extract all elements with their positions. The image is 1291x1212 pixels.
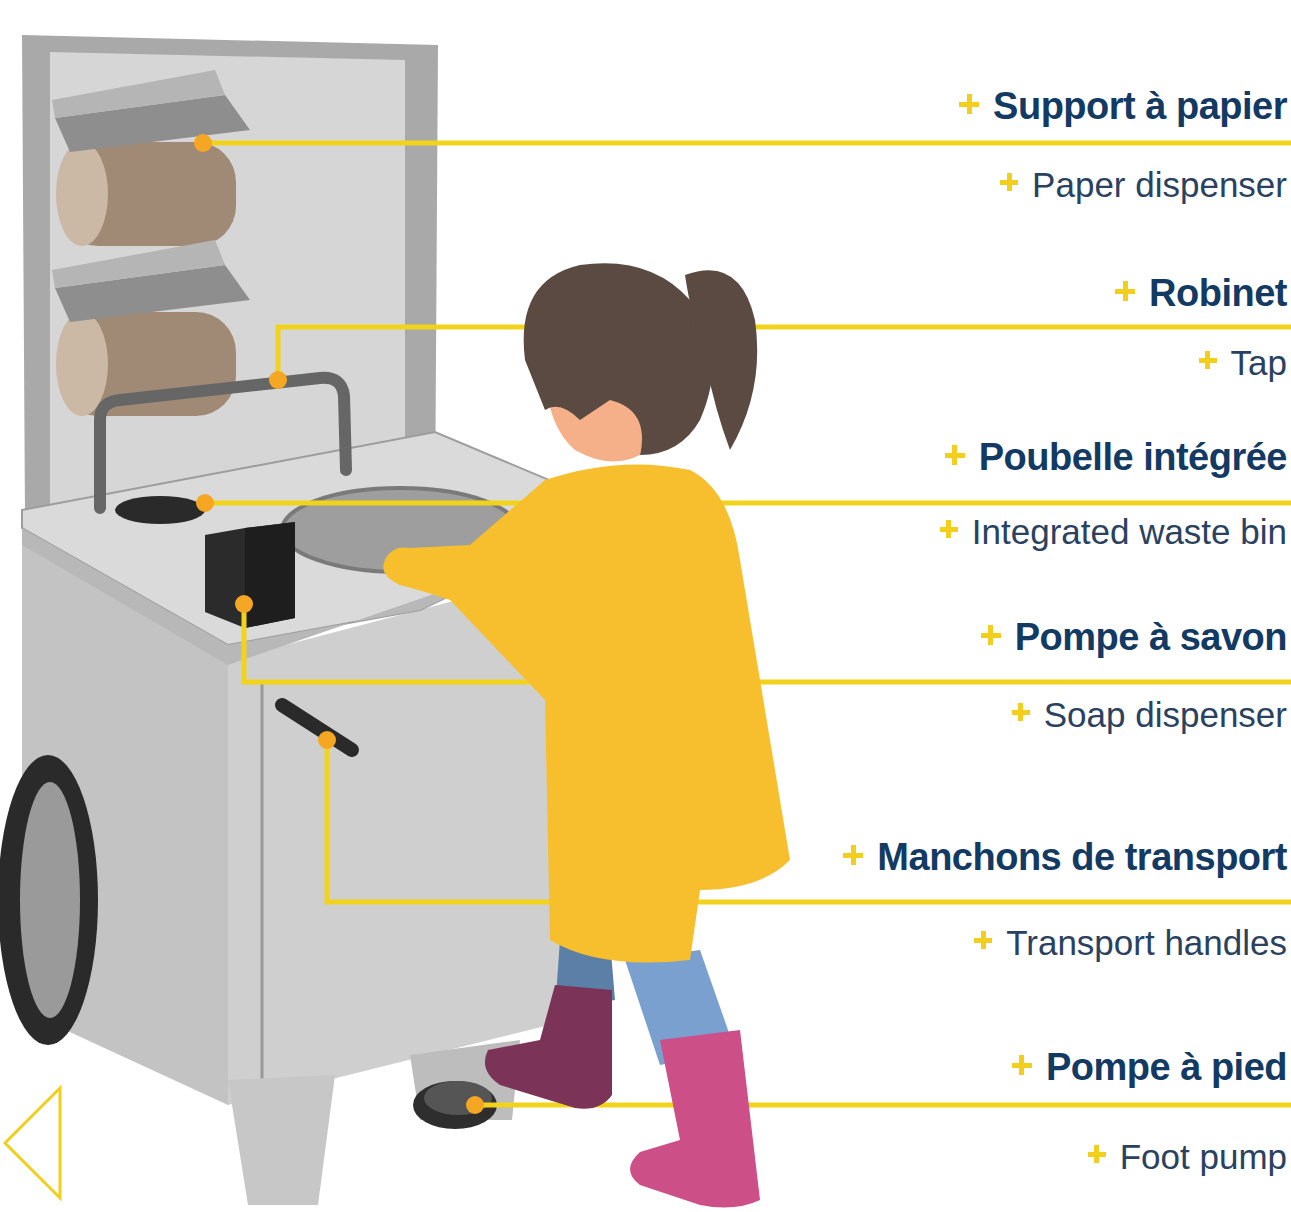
ponytail (685, 270, 757, 450)
leader-line (203, 141, 1291, 146)
foot-pump-top (424, 1081, 492, 1115)
tap (100, 378, 346, 508)
paper-roll-end (56, 142, 108, 246)
plus-bullet (843, 845, 863, 865)
part-name-fr: Pompe à pied (1046, 1046, 1287, 1090)
part-name-en: Foot pump (1120, 1137, 1287, 1177)
leader-line (244, 604, 1291, 682)
plus-bar (1018, 703, 1023, 721)
leader-line (327, 740, 1291, 902)
transport-handle (282, 705, 352, 750)
anchor-dot (269, 371, 287, 389)
plus-bullet (974, 931, 992, 949)
leader-lines (203, 143, 1291, 1105)
anchor-dot (318, 731, 336, 749)
part-name-fr: Pompe à savon (1015, 616, 1287, 660)
plus-bullet (981, 625, 1001, 645)
anchor-dot (194, 134, 212, 152)
waste-bin-opening (115, 496, 205, 524)
plus-bar (967, 94, 972, 114)
plus-bar (981, 931, 986, 949)
wheel-hub (20, 782, 80, 1018)
part-name-en: Paper dispenser (1032, 165, 1287, 205)
soap-dispenser (205, 522, 295, 628)
part-name-en: Integrated waste bin (972, 512, 1287, 552)
door-seam (261, 680, 264, 1095)
leader-line (205, 501, 1291, 506)
hair (524, 263, 713, 455)
plus-bullet (1199, 351, 1217, 369)
plus-bar (946, 520, 951, 538)
wheel (0, 755, 98, 1045)
plus-bullet (1012, 1055, 1032, 1075)
plus-bullet (940, 520, 958, 538)
boot-right (630, 1030, 760, 1208)
part-name-fr: Support à papier (993, 85, 1287, 129)
plus-bar (1019, 1055, 1024, 1075)
part-name-en: Soap dispenser (1044, 695, 1287, 735)
plus-bar (1094, 1145, 1099, 1163)
plus-bullet (959, 94, 979, 114)
plus-bar (1205, 351, 1210, 369)
anchor-dot (196, 494, 214, 512)
anchor-dot (466, 1096, 484, 1114)
plus-bar (988, 625, 993, 645)
soap-dispenser-face (245, 522, 295, 628)
plus-bullet (1012, 703, 1030, 721)
plus-bar (1123, 281, 1128, 301)
leader-line (278, 327, 1291, 380)
anchor-dot (235, 595, 253, 613)
paper-roll-end (56, 312, 108, 416)
cart-leg (228, 1075, 335, 1205)
girl-figure (383, 263, 790, 1207)
part-name-fr: Robinet (1149, 272, 1287, 316)
plus-bullet (1115, 281, 1135, 301)
part-name-fr: Manchons de transport (877, 836, 1287, 880)
plus-bar (1007, 173, 1012, 191)
paper-shelf-top (52, 240, 225, 288)
nav-triangle (5, 1088, 60, 1198)
part-name-en: Transport handles (1006, 923, 1287, 963)
yellow-coat (383, 464, 790, 962)
part-name-en: Tap (1231, 343, 1287, 383)
plus-bullet (1088, 1145, 1106, 1163)
plus-bar (851, 845, 856, 865)
anchor-dots (194, 134, 484, 1114)
paper-shelf-top (52, 70, 225, 118)
boot-left (485, 985, 612, 1109)
part-name-fr: Poubelle intégrée (979, 436, 1287, 480)
plus-bullet (1000, 173, 1018, 191)
plus-bullet (945, 445, 965, 465)
plus-bar (952, 445, 957, 465)
